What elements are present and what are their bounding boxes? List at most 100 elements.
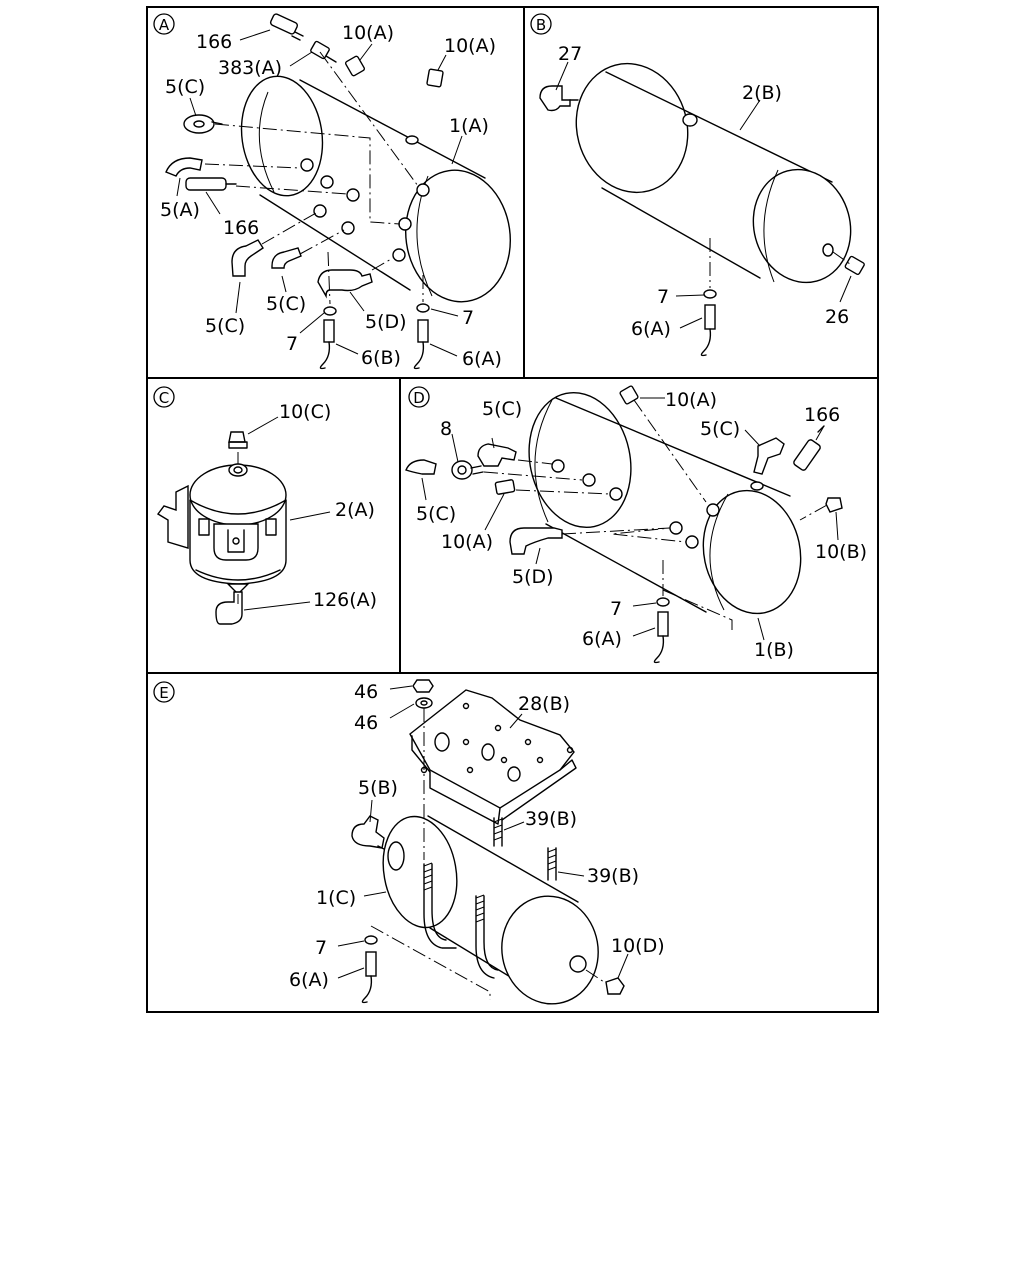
elbow-5d-d (509, 527, 563, 555)
air-tank-1c (382, 815, 599, 1005)
panel-b-badge: B (530, 13, 552, 35)
label-6b: 6(B) (361, 347, 401, 369)
elbow-5c-lower (231, 239, 264, 277)
panel-d-assembly-lines (483, 399, 828, 630)
label-1c: 1(C) (316, 887, 356, 909)
washer-7-d (656, 597, 670, 607)
label-6a-b: 6(A) (631, 318, 671, 340)
label-1a: 1(A) (449, 115, 489, 137)
switch-166 (185, 177, 237, 191)
label-166-b: 166 (223, 217, 259, 239)
svg-text:A: A (159, 16, 170, 34)
washer-7-left (323, 306, 337, 316)
label-8: 8 (440, 418, 452, 440)
fitting-166-top (269, 13, 304, 41)
label-27: 27 (558, 43, 582, 65)
label-5c-a3: 5(C) (205, 315, 245, 337)
panel-c: C (153, 386, 377, 625)
air-tank-2a (156, 463, 287, 595)
label-5c-d1: 5(C) (482, 398, 522, 420)
label-10a-a1: 10(A) (342, 22, 394, 44)
air-tank-1b (528, 391, 802, 615)
fitting-8 (451, 460, 484, 480)
panel-c-badge: C (153, 386, 175, 408)
drain-valve-6a (413, 319, 429, 370)
label-26: 26 (825, 306, 849, 328)
label-46-upper: 46 (354, 681, 378, 703)
label-166-a: 166 (196, 31, 232, 53)
panel-e-assembly-lines (370, 708, 605, 1000)
svg-text:C: C (159, 389, 169, 407)
label-5b: 5(B) (358, 777, 398, 799)
plug-10a-d2 (494, 479, 516, 495)
label-10d: 10(D) (611, 935, 665, 957)
elbow-5a (165, 157, 203, 177)
label-2b: 2(B) (742, 82, 782, 104)
svg-text:B: B (536, 16, 546, 34)
label-39b-upper: 39(B) (525, 808, 577, 830)
washer-7-e (364, 935, 378, 945)
air-tank-1a (240, 75, 512, 303)
panel-b-leader-lines (555, 61, 852, 329)
elbow-5b (351, 815, 387, 851)
washer-7-b (703, 289, 717, 299)
nut-46-lower (415, 697, 433, 709)
label-7-a1: 7 (462, 307, 474, 329)
label-5c-a2: 5(C) (266, 293, 306, 315)
label-7-a2: 7 (286, 333, 298, 355)
air-tank-2b (575, 62, 852, 284)
label-6a-d: 6(A) (582, 628, 622, 650)
panel-d-leader-lines (421, 397, 839, 641)
panel-e-badge: E (153, 681, 175, 703)
washer-7-right (416, 303, 430, 313)
fitting-383a (310, 40, 337, 63)
panel-e-leader-lines (337, 685, 629, 979)
panel-a-leader-lines (176, 29, 463, 357)
banjo-5c-d (405, 459, 437, 475)
label-6a-e: 6(A) (289, 969, 329, 991)
label-39b-lower: 39(B) (587, 865, 639, 887)
label-10b: 10(B) (815, 541, 867, 563)
label-5d-a: 5(D) (365, 311, 407, 333)
label-5c-d2: 5(C) (700, 418, 740, 440)
bracket-28b (409, 689, 577, 825)
label-126a: 126(A) (313, 589, 377, 611)
banjo-5c (183, 114, 223, 134)
elbow-5d (317, 269, 373, 299)
plug-10d (605, 977, 625, 995)
panel-d: D (405, 385, 867, 664)
u-bolt-39b-middle (475, 894, 499, 979)
svg-text:D: D (413, 389, 425, 407)
plug-10a-1 (344, 55, 366, 77)
label-7-b: 7 (657, 286, 669, 308)
label-2a: 2(A) (335, 499, 375, 521)
drain-valve-6a-d (653, 611, 669, 664)
label-5c-d3: 5(C) (416, 503, 456, 525)
label-166-d: 166 (804, 404, 840, 426)
label-10a-d1: 10(A) (665, 389, 717, 411)
label-10c: 10(C) (279, 401, 331, 423)
elbow-27 (539, 85, 579, 112)
label-1b: 1(B) (754, 639, 794, 661)
tank-1b-ports (551, 459, 699, 549)
nut-46-upper (412, 679, 434, 693)
panel-d-badge: D (408, 386, 430, 408)
label-7-e: 7 (315, 937, 327, 959)
elbow-5c-d-top (477, 443, 517, 467)
plug-10a-2 (426, 68, 444, 88)
panel-e: E (153, 679, 665, 1005)
drain-valve-6b (319, 319, 335, 370)
plug-10a-d1 (619, 385, 639, 405)
plug-10b (825, 497, 843, 513)
panel-a: A (153, 13, 512, 370)
plug-26 (844, 255, 865, 276)
svg-text:E: E (159, 684, 168, 702)
panel-a-assembly-lines (204, 51, 424, 305)
elbow-5c-d-right (753, 437, 785, 475)
label-5a: 5(A) (160, 199, 200, 221)
panel-b: B (530, 13, 865, 357)
label-5d-d: 5(D) (512, 566, 554, 588)
drain-valve-6a-e (361, 951, 377, 1004)
label-28b: 28(B) (518, 693, 570, 715)
